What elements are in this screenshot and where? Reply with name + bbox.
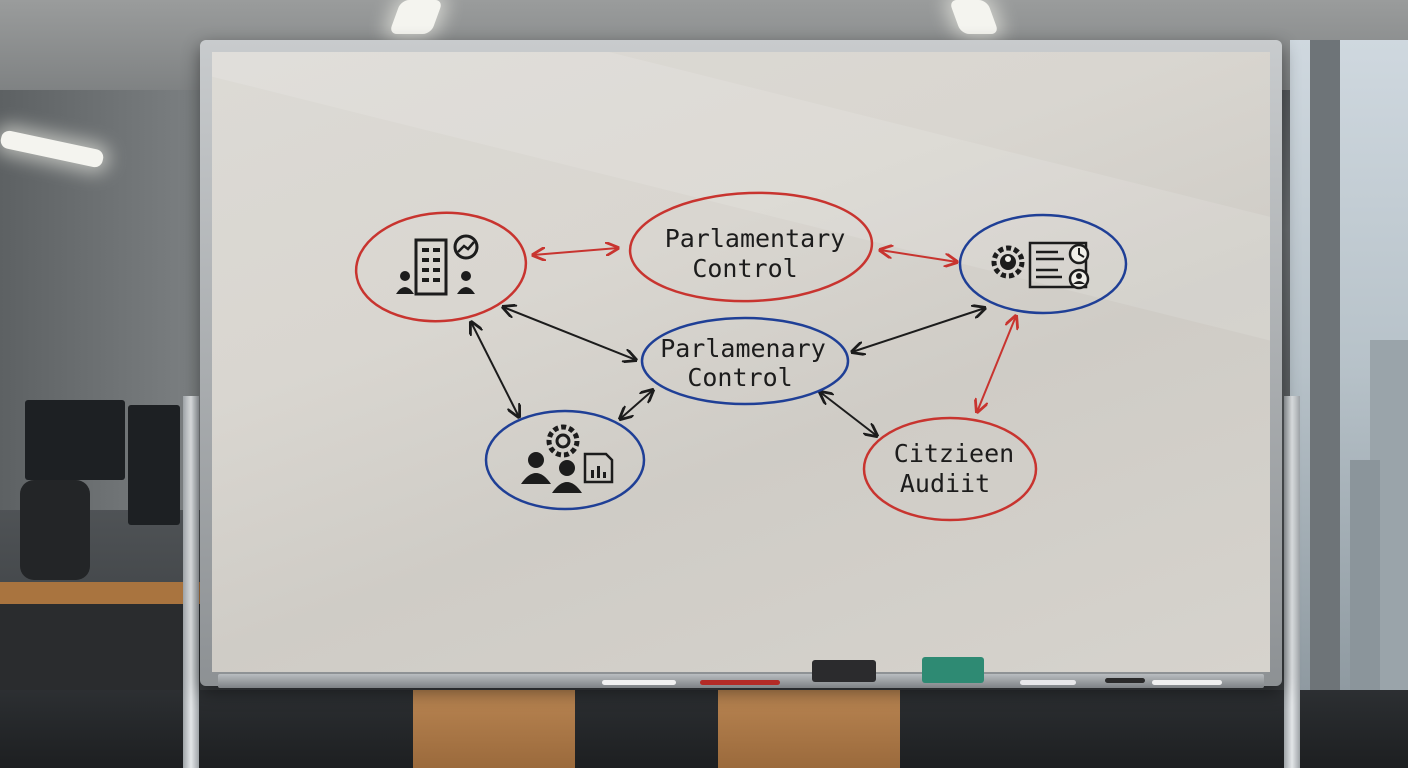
monitor	[25, 400, 125, 480]
connector-bottomleft-middle	[620, 390, 653, 419]
window	[1290, 40, 1408, 690]
connector-topleft-topcenter	[533, 248, 618, 255]
node-top-center: Parlamentary Control	[628, 191, 874, 303]
node-top-left	[354, 211, 528, 323]
node-top-center-line2: Control	[692, 254, 797, 283]
cabinet	[718, 690, 900, 768]
people-gear-chart-icon	[521, 424, 614, 493]
connector-topright-bottomright	[977, 316, 1016, 412]
node-bottom-right-line1: Citzieen	[894, 439, 1014, 468]
connector-topright-middle	[852, 308, 985, 352]
whiteboard	[212, 52, 1270, 672]
desk	[0, 582, 200, 604]
floor	[0, 690, 1408, 768]
cabinet	[413, 690, 575, 768]
window-mullion	[1310, 40, 1340, 690]
marker	[1152, 680, 1222, 685]
connector-topleft-middle	[503, 307, 636, 360]
node-outline	[628, 191, 874, 303]
marker	[602, 680, 676, 685]
marker	[700, 680, 780, 685]
office-chair	[20, 480, 90, 580]
eraser-black	[812, 660, 876, 682]
monitor	[128, 405, 180, 525]
marker	[1020, 680, 1076, 685]
node-outline	[958, 213, 1128, 315]
building	[1350, 460, 1380, 690]
board-stand-right	[1284, 396, 1300, 768]
node-outline	[862, 416, 1038, 522]
board-stand-left	[183, 396, 199, 768]
eraser-green	[922, 657, 984, 683]
marker	[1105, 678, 1145, 683]
building-people-icon	[396, 234, 479, 296]
node-outline	[484, 409, 646, 511]
connector-middle-bottomright	[820, 392, 877, 436]
node-middle-center-line1: Parlamenary	[660, 334, 826, 363]
connector-topcenter-topright	[880, 250, 957, 262]
node-outline	[354, 211, 528, 323]
node-middle-center-line2: Control	[687, 363, 792, 392]
connector-topleft-bottomleft	[471, 322, 519, 417]
node-outline	[640, 316, 850, 406]
node-top-center-line1: Parlamentary	[665, 224, 846, 253]
gear-document-icon	[991, 241, 1090, 290]
node-bottom-left	[484, 409, 646, 511]
node-bottom-right: Citzieen Audiit	[862, 416, 1038, 522]
node-top-right	[958, 213, 1128, 315]
node-middle-center: Parlamenary Control	[640, 316, 850, 406]
node-bottom-right-line2: Audiit	[900, 469, 990, 498]
